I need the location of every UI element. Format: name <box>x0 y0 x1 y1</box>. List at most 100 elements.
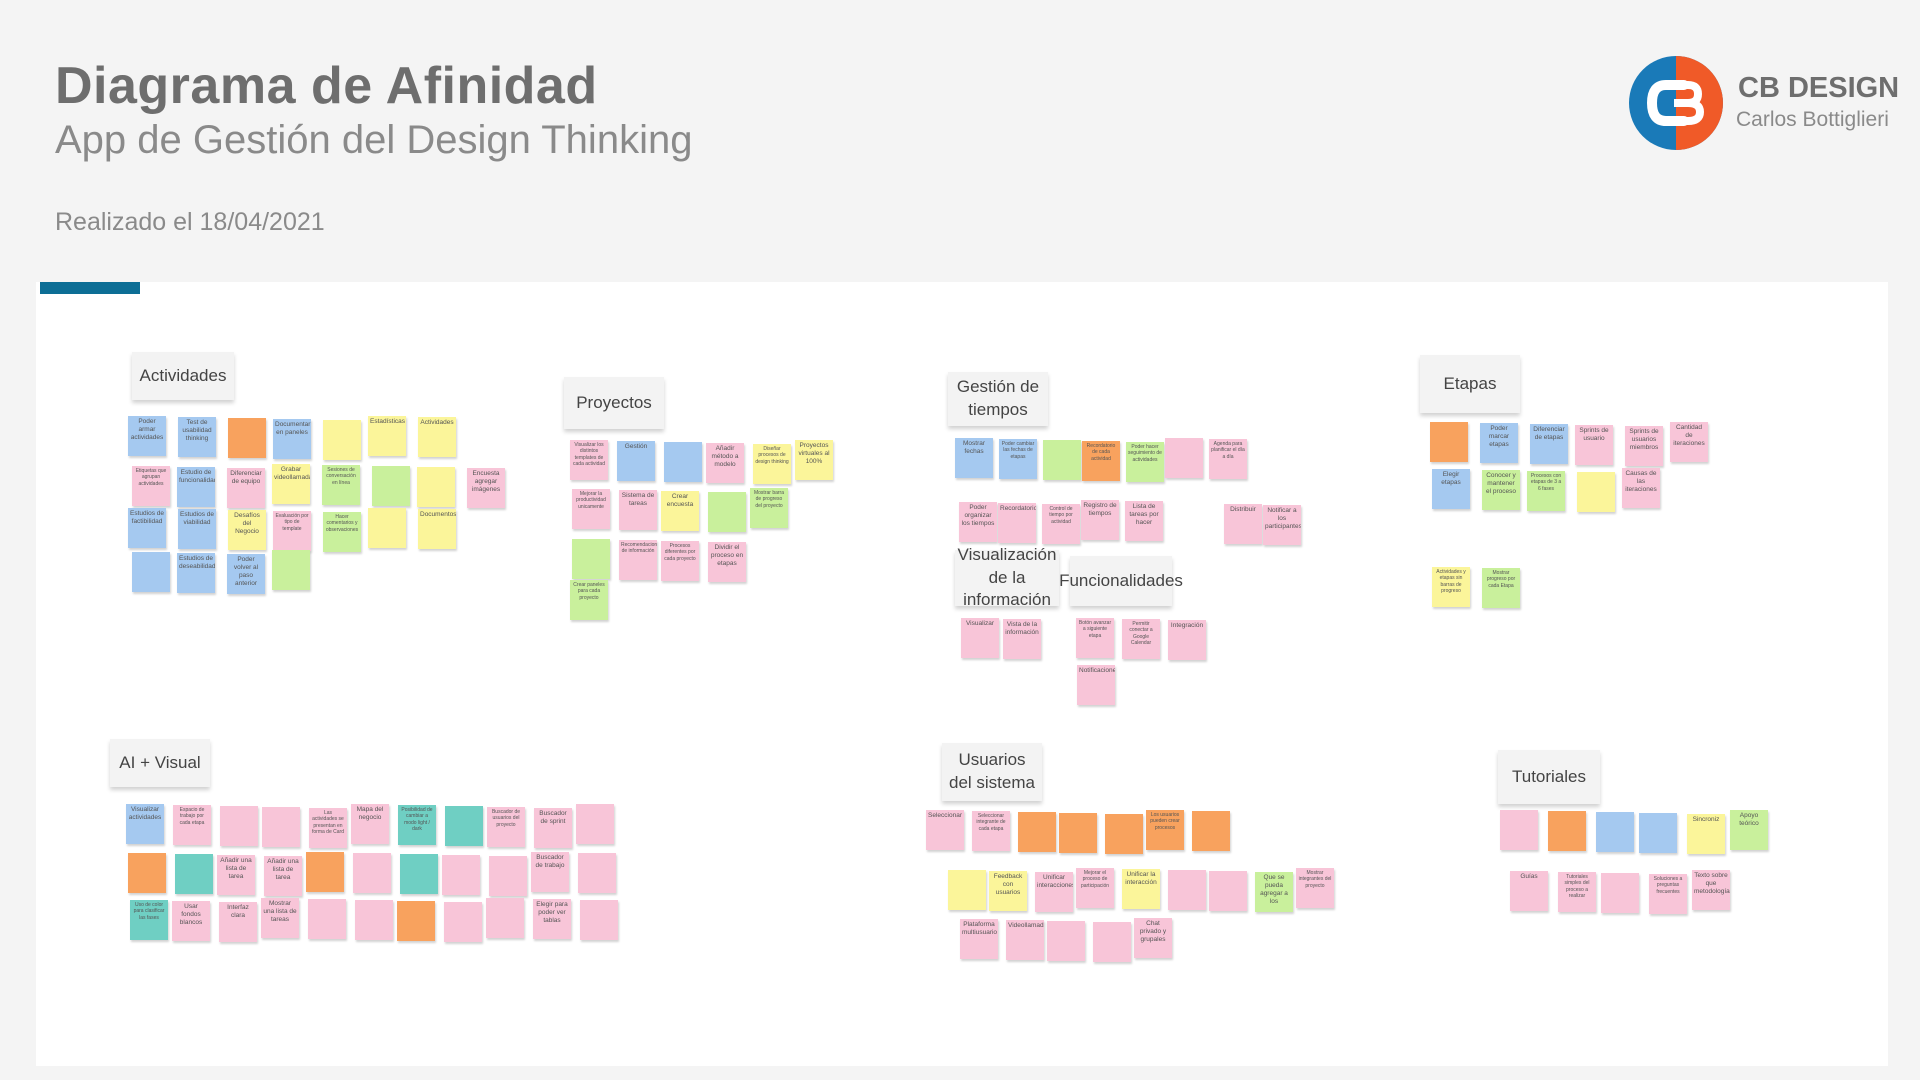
sticky-note-aivisual[interactable]: Añadir una lista de tarea <box>264 856 302 896</box>
sticky-note-gestion[interactable] <box>1165 438 1203 478</box>
sticky-note-tutoriales[interactable]: Texto sobre que metodología <box>1692 870 1730 910</box>
sticky-note-funcionalidades[interactable]: Notificaciones <box>1077 665 1115 705</box>
sticky-note-etapas[interactable]: Poder marcar etapas <box>1480 423 1518 463</box>
sticky-note-usuarios[interactable]: Videollamadas <box>1006 920 1044 960</box>
sticky-note-actividades[interactable] <box>228 418 266 458</box>
sticky-note-tutoriales[interactable] <box>1601 873 1639 913</box>
sticky-note-gestion[interactable]: Mostrar fechas <box>955 438 993 478</box>
sticky-note-actividades[interactable]: Estudios de factibilidad <box>128 508 166 548</box>
sticky-note-aivisual[interactable]: Elegir para poder ver tablas <box>533 899 571 939</box>
sticky-note-aivisual[interactable] <box>262 807 300 847</box>
sticky-note-visualizacion[interactable]: Vista de la información <box>1003 619 1041 659</box>
sticky-note-usuarios[interactable] <box>1093 922 1131 962</box>
sticky-note-usuarios[interactable] <box>1018 812 1056 852</box>
sticky-note-actividades[interactable]: Hacer comentarios y observaciones <box>323 512 361 552</box>
sticky-note-tutoriales[interactable]: Apoyo teórico <box>1730 810 1768 850</box>
sticky-note-aivisual[interactable] <box>128 853 166 893</box>
sticky-note-actividades[interactable]: Poder volver al paso anterior <box>227 554 265 594</box>
sticky-note-tutoriales[interactable]: Guías <box>1510 871 1548 911</box>
sticky-note-actividades[interactable]: Grabar videollamada <box>272 464 310 504</box>
sticky-note-usuarios[interactable] <box>948 870 986 910</box>
sticky-note-aivisual[interactable]: Buscador de trabajo <box>531 852 569 892</box>
sticky-note-actividades[interactable]: Estudios de deseabilidad <box>177 553 215 593</box>
sticky-note-actividades[interactable]: Etiquetas que agrupan actividades <box>132 466 170 506</box>
sticky-note-aivisual[interactable] <box>489 856 527 896</box>
sticky-note-actividades[interactable] <box>368 508 406 548</box>
sticky-note-usuarios[interactable]: Mostrar integrantes del proyecto <box>1296 868 1334 908</box>
sticky-note-aivisual[interactable]: Mostrar una lista de tareas <box>261 898 299 938</box>
sticky-note-actividades[interactable]: Test de usabilidad thinking <box>178 417 216 457</box>
sticky-note-aivisual[interactable] <box>306 852 344 892</box>
sticky-note-proyectos[interactable]: Crear paneles para cada proyecto <box>570 580 608 620</box>
sticky-note-tutoriales[interactable] <box>1500 810 1538 850</box>
sticky-note-actividades[interactable]: Actividades <box>418 417 456 457</box>
sticky-note-usuarios[interactable] <box>1059 813 1097 853</box>
sticky-note-etapas[interactable]: Causas de las iteraciones <box>1622 468 1660 508</box>
sticky-note-gestion[interactable]: Agenda para planificar el día a día <box>1209 439 1247 479</box>
sticky-note-aivisual[interactable]: Añadir una lista de tarea <box>217 855 255 895</box>
sticky-note-proyectos[interactable] <box>664 442 702 482</box>
sticky-note-actividades[interactable]: Estudios de viabilidad <box>178 509 216 549</box>
sticky-note-visualizacion[interactable]: Visualizar <box>961 618 999 658</box>
sticky-note-usuarios[interactable]: Mejorar el proceso de participación <box>1076 868 1114 908</box>
sticky-note-proyectos[interactable]: Diseñar procesos de design thinking <box>753 444 791 484</box>
sticky-note-proyectos[interactable]: Dividir el proceso en etapas <box>708 542 746 582</box>
sticky-note-etapas[interactable]: Cantidad de iteraciones <box>1670 422 1708 462</box>
sticky-note-proyectos[interactable]: Gestión <box>617 441 655 481</box>
sticky-note-gestion[interactable]: Recordatorio de cada actividad <box>1082 441 1120 481</box>
sticky-note-usuarios[interactable]: Unificar la interacción <box>1122 869 1160 909</box>
sticky-note-etapas[interactable]: Conocer y mantener el proceso <box>1482 470 1520 510</box>
sticky-note-gestion[interactable]: Poder hacer seguimiento de actividades <box>1126 442 1164 482</box>
sticky-note-gestion[interactable]: Poder organizar los tiempos <box>959 502 997 542</box>
sticky-note-aivisual[interactable]: Espacio de trabajo por cada etapa <box>173 805 211 845</box>
sticky-note-gestion[interactable]: Poder cambiar las fechas de etapas <box>999 439 1037 479</box>
sticky-note-usuarios[interactable] <box>1047 921 1085 961</box>
sticky-note-proyectos[interactable]: Añadir método a modelo <box>706 443 744 483</box>
sticky-note-aivisual[interactable] <box>308 899 346 939</box>
sticky-note-tutoriales[interactable] <box>1596 812 1634 852</box>
sticky-note-tutoriales[interactable]: Sincroniz <box>1687 814 1725 854</box>
sticky-note-proyectos[interactable]: Recomendaciones de información <box>619 540 657 580</box>
sticky-note-aivisual[interactable]: Las actividades se presentan en forma de… <box>309 808 347 848</box>
sticky-note-proyectos[interactable]: Visualizar los distintos templates de ca… <box>570 440 608 480</box>
sticky-note-gestion[interactable]: Control de tiempo por actividad <box>1042 504 1080 544</box>
sticky-note-actividades[interactable]: Estadísticas <box>368 416 406 456</box>
sticky-note-aivisual[interactable] <box>400 854 438 894</box>
sticky-note-etapas[interactable]: Sprints de usuarios miembros <box>1625 426 1663 466</box>
sticky-note-actividades[interactable] <box>417 467 455 507</box>
sticky-note-aivisual[interactable] <box>175 854 213 894</box>
sticky-note-usuarios[interactable]: Plataforma multiusuario <box>960 919 998 959</box>
sticky-note-aivisual[interactable] <box>442 855 480 895</box>
sticky-note-etapas[interactable]: Diferenciar de etapas <box>1530 424 1568 464</box>
sticky-note-proyectos[interactable]: Crear encuesta <box>661 491 699 531</box>
sticky-note-usuarios[interactable]: Feedback con usuarios <box>989 871 1027 911</box>
sticky-note-usuarios[interactable]: Que se pueda agregar a los <box>1255 872 1293 912</box>
sticky-note-etapas[interactable]: Elegir etapas <box>1432 469 1470 509</box>
sticky-note-aivisual[interactable] <box>220 806 258 846</box>
sticky-note-funcionalidades[interactable]: Integración <box>1168 620 1206 660</box>
sticky-note-gestion[interactable]: Recordatorios <box>998 503 1036 543</box>
sticky-note-usuarios[interactable]: Los usuarios pueden crear procesos <box>1146 810 1184 850</box>
sticky-note-gestion[interactable] <box>1043 440 1081 480</box>
sticky-note-etapas[interactable]: Actividades y etapas sin barras de progr… <box>1432 567 1470 607</box>
sticky-note-gestion[interactable]: Notificar a los participantes <box>1263 505 1301 545</box>
sticky-note-actividades[interactable] <box>372 466 410 506</box>
sticky-note-actividades[interactable]: Estudio de funcionalidad <box>177 467 215 507</box>
sticky-note-usuarios[interactable]: Unificar interacciones <box>1035 872 1073 912</box>
sticky-note-gestion[interactable]: Distribuir <box>1224 504 1262 544</box>
sticky-note-etapas[interactable]: Procesos con etapas de 3 a 6 fases <box>1527 471 1565 511</box>
sticky-note-tutoriales[interactable] <box>1548 811 1586 851</box>
sticky-note-proyectos[interactable] <box>572 539 610 579</box>
sticky-note-actividades[interactable]: Documentos <box>418 509 456 549</box>
sticky-note-tutoriales[interactable]: Soluciones a preguntas frecuentes <box>1649 874 1687 914</box>
sticky-note-gestion[interactable]: Lista de tareas por hacer <box>1125 501 1163 541</box>
sticky-note-usuarios[interactable] <box>1192 811 1230 851</box>
sticky-note-aivisual[interactable] <box>397 901 435 941</box>
sticky-note-usuarios[interactable]: Chat privado y grupales <box>1134 918 1172 958</box>
sticky-note-aivisual[interactable]: Usar fondos blancos <box>172 901 210 941</box>
sticky-note-aivisual[interactable]: Visualizar actividades <box>126 804 164 844</box>
sticky-note-aivisual[interactable]: Buscador de usuarios del proyecto <box>487 807 525 847</box>
sticky-note-gestion[interactable]: Registro de tiempos <box>1081 500 1119 540</box>
sticky-note-aivisual[interactable] <box>578 853 616 893</box>
sticky-note-actividades[interactable]: Documentar en paneles <box>273 419 311 459</box>
